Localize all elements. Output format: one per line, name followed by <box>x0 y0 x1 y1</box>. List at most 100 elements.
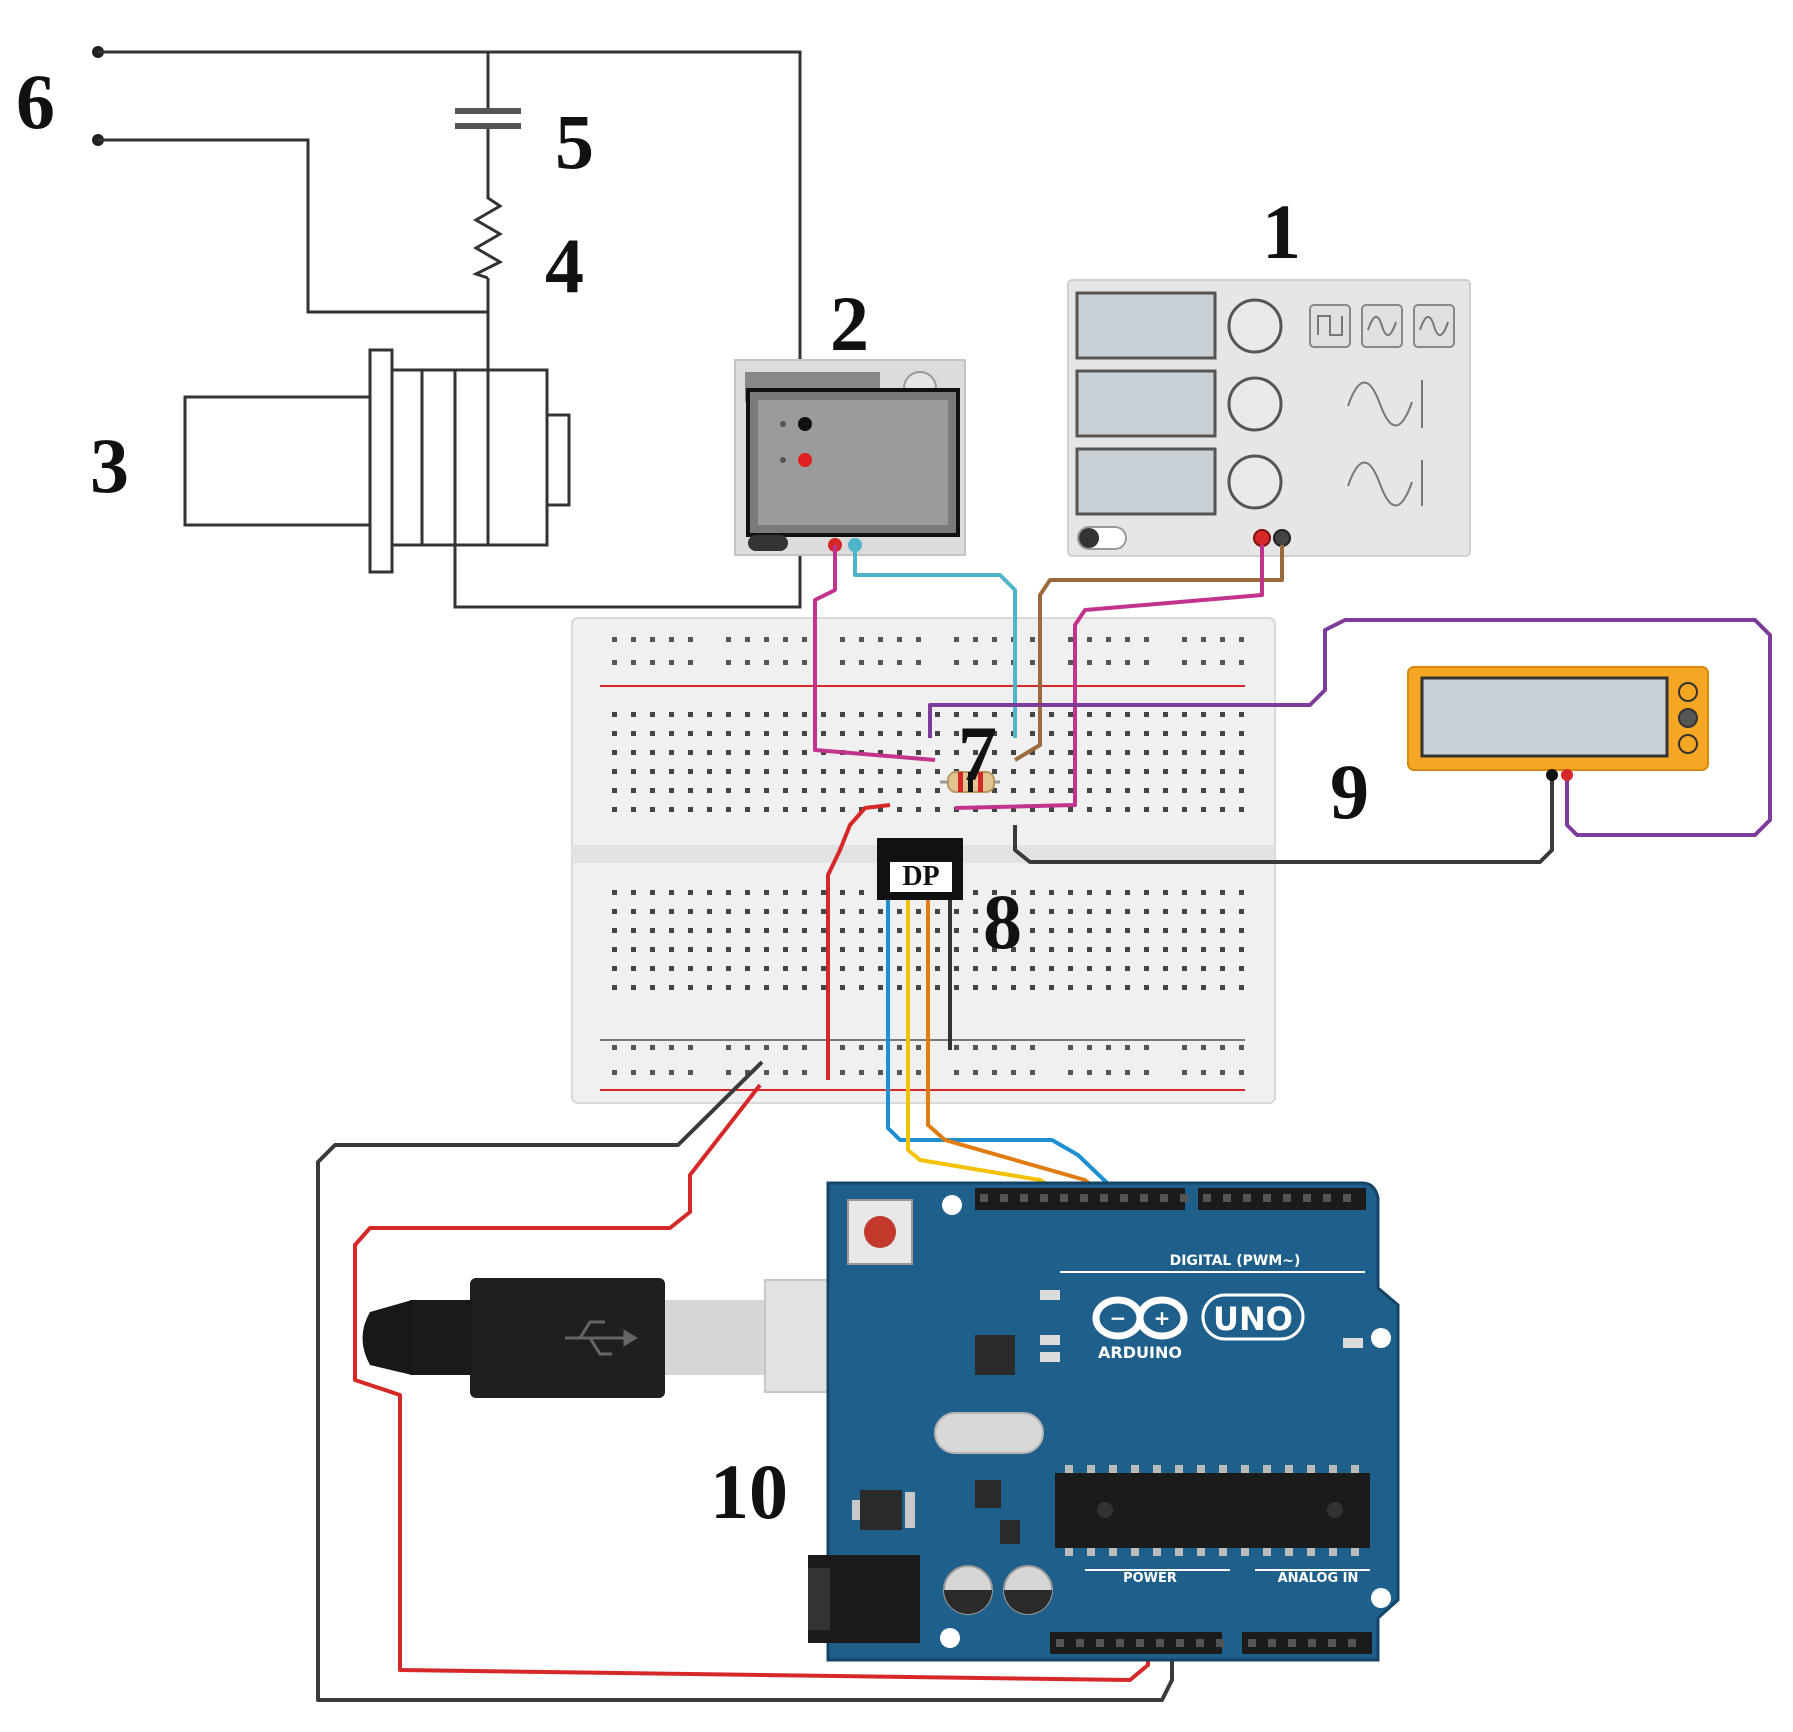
hole <box>707 712 712 717</box>
meter-terminal-black[interactable] <box>1546 769 1558 781</box>
hole <box>688 890 693 895</box>
hole <box>1087 966 1092 971</box>
gen-terminal-black[interactable] <box>1273 529 1291 547</box>
hole <box>897 660 902 665</box>
hole <box>1049 909 1054 914</box>
hole <box>840 731 845 736</box>
label-10: 10 <box>710 1448 788 1535</box>
hole <box>1049 731 1054 736</box>
hole <box>935 788 940 793</box>
hole <box>650 1070 655 1075</box>
hole <box>954 660 959 665</box>
digital-label: DIGITAL (PWM~) <box>1170 1253 1301 1269</box>
hole <box>745 637 750 642</box>
meter-knob-1[interactable] <box>1678 682 1698 702</box>
hole <box>1163 750 1168 755</box>
meter-knob-2[interactable] <box>1678 708 1698 728</box>
hole <box>1125 660 1130 665</box>
hole <box>1201 947 1206 952</box>
hole <box>859 731 864 736</box>
svg-text:+: + <box>1154 1306 1171 1330</box>
hole <box>688 985 693 990</box>
hole <box>1153 1465 1161 1473</box>
hole <box>802 788 807 793</box>
hole <box>1182 928 1187 933</box>
hole <box>1239 1045 1244 1050</box>
knob-3[interactable] <box>1227 454 1283 510</box>
hole <box>1308 1639 1316 1647</box>
hole <box>1163 909 1168 914</box>
hole <box>631 966 636 971</box>
chip-pins <box>1065 1465 1359 1556</box>
hole <box>878 731 883 736</box>
hole <box>821 985 826 990</box>
hole <box>764 909 769 914</box>
hole <box>1144 890 1149 895</box>
digital-header-right <box>1198 1188 1366 1210</box>
hole <box>764 637 769 642</box>
crystal <box>934 1412 1044 1454</box>
hole <box>669 909 674 914</box>
hole <box>688 660 693 665</box>
hole <box>650 1045 655 1050</box>
wires-power <box>316 1060 1174 1702</box>
hole <box>1201 1045 1206 1050</box>
hole <box>1144 928 1149 933</box>
hole <box>1144 1070 1149 1075</box>
knob-2[interactable] <box>1227 376 1283 432</box>
hole <box>1241 1548 1249 1556</box>
hole <box>1011 788 1016 793</box>
hole <box>1125 928 1130 933</box>
hole <box>745 947 750 952</box>
hole <box>840 1045 845 1050</box>
hole <box>1248 1639 1256 1647</box>
hole <box>612 637 617 642</box>
hole <box>821 909 826 914</box>
hole <box>612 731 617 736</box>
hole <box>1329 1548 1337 1556</box>
hole <box>1239 909 1244 914</box>
hole <box>1223 1194 1231 1202</box>
hole <box>973 1045 978 1050</box>
hole <box>726 928 731 933</box>
hole <box>631 769 636 774</box>
hole <box>1087 890 1092 895</box>
gen-terminal-red[interactable] <box>1253 529 1271 547</box>
hole <box>688 750 693 755</box>
hole <box>897 985 902 990</box>
hole <box>783 712 788 717</box>
hole <box>916 788 921 793</box>
hole <box>992 712 997 717</box>
hole <box>1182 712 1187 717</box>
hole <box>1087 750 1092 755</box>
hole <box>650 750 655 755</box>
hole <box>1125 1070 1130 1075</box>
hole <box>992 750 997 755</box>
knob-1[interactable] <box>1227 298 1283 354</box>
hole <box>1030 750 1035 755</box>
sine-amplitude-icon <box>1347 381 1413 427</box>
power-pins <box>1056 1639 1356 1647</box>
hole <box>1125 947 1130 952</box>
wire-blue <box>886 900 1132 1207</box>
meter-terminal-red[interactable] <box>1561 769 1573 781</box>
hole <box>1268 1639 1276 1647</box>
hole <box>1125 966 1130 971</box>
hole <box>783 890 788 895</box>
hole <box>1243 1194 1251 1202</box>
hole <box>1163 769 1168 774</box>
hole <box>669 660 674 665</box>
hole <box>954 909 959 914</box>
hole <box>916 750 921 755</box>
hole <box>1163 788 1168 793</box>
hole <box>669 731 674 736</box>
hole <box>840 660 845 665</box>
scope-probe-black[interactable] <box>798 417 812 431</box>
hole <box>1201 750 1206 755</box>
scope-probe-red[interactable] <box>798 453 812 467</box>
hole <box>1125 637 1130 642</box>
hole <box>973 1070 978 1075</box>
hole <box>631 985 636 990</box>
meter-knob-3[interactable] <box>1678 734 1698 754</box>
hole <box>973 909 978 914</box>
